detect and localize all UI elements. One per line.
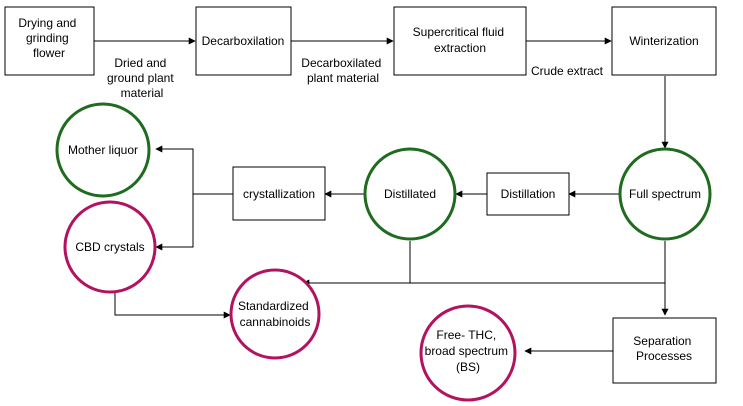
edge-label-dried-ground: Dried and ground plant material xyxy=(107,56,177,100)
full-spectrum-circle xyxy=(618,147,712,241)
distillated-label: Distillated xyxy=(384,187,436,201)
free-thc-label: Free- THC, broad spectrum (BS) xyxy=(425,328,512,374)
crystallization-box xyxy=(232,166,326,221)
drying-label: Drying and grinding flower xyxy=(18,16,79,60)
separation-box xyxy=(612,317,717,384)
crystallization-label: crystallization xyxy=(243,187,315,201)
distillation-box xyxy=(486,172,570,216)
cbd-crystals-circle xyxy=(63,200,157,294)
full-spectrum-label: Full spectrum xyxy=(629,187,701,201)
drying-box xyxy=(4,6,95,76)
edge-crystallization-to-cbd-crystals xyxy=(155,194,194,251)
supercritical-label: Supercritical fluid extraction xyxy=(413,25,508,55)
mother-liquor-circle xyxy=(55,102,151,198)
supercritical-box xyxy=(393,6,527,76)
distillated-circle xyxy=(363,147,457,241)
standardized-label: Standardized cannabinoids xyxy=(238,299,312,329)
edge-full-spectrum-to-standardized xyxy=(410,241,666,284)
decarboxilation-label: Decarboxilation xyxy=(202,34,285,48)
winterization-label: Winterization xyxy=(629,34,698,48)
edge-crystallization-branch xyxy=(155,145,233,195)
cbd-crystals-label: CBD crystals xyxy=(75,240,144,254)
edge-label-crude-extract: Crude extract xyxy=(531,64,604,78)
winterization-box xyxy=(611,6,717,76)
edge-cbd-crystals-to-standardized xyxy=(114,287,231,319)
free-thc-circle xyxy=(419,304,517,402)
mother-liquor-label: Mother liquor xyxy=(68,143,138,157)
distillation-label: Distillation xyxy=(501,187,556,201)
edge-distillated-to-standardized xyxy=(302,241,411,287)
standardized-circle xyxy=(229,268,321,360)
edge-label-decarboxilated: Decarboxilated plant material xyxy=(301,56,384,85)
separation-label: Separation Processes xyxy=(633,334,694,363)
decarboxilation-box xyxy=(195,6,292,76)
